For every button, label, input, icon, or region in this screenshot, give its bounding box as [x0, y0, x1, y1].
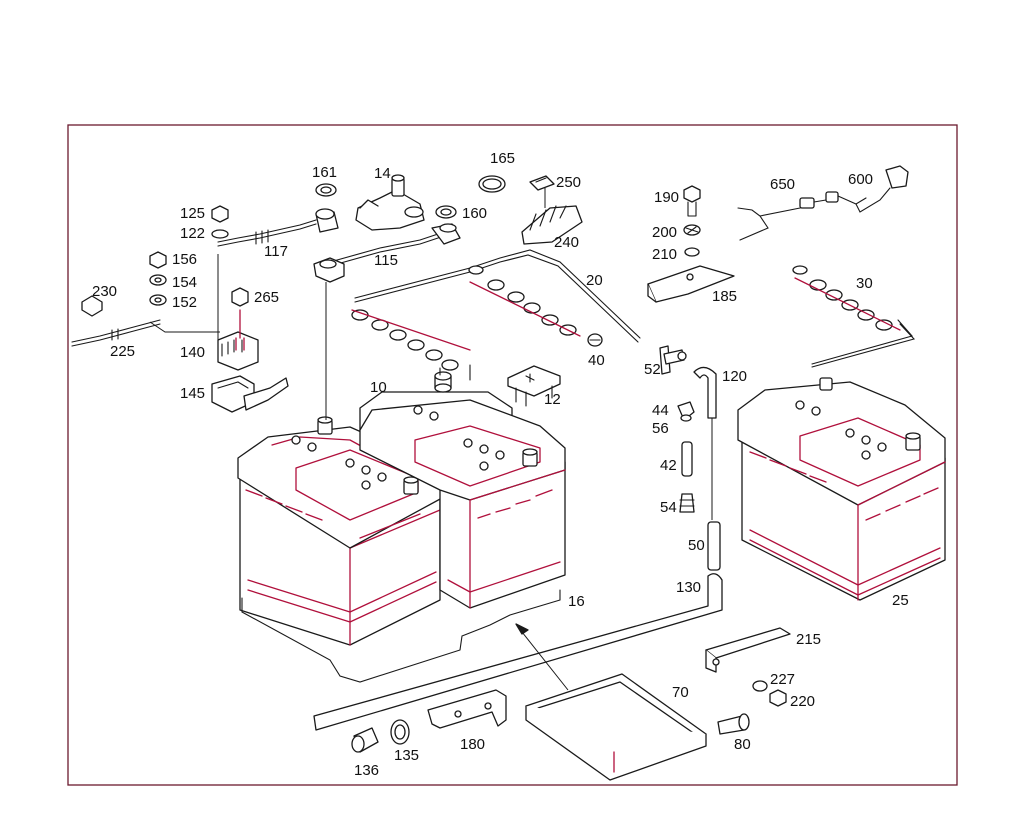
label-165: 165	[490, 150, 515, 167]
terminal-block-140-icon[interactable]	[217, 254, 259, 371]
label-240: 240	[554, 234, 579, 251]
label-161: 161	[312, 164, 337, 181]
label-14: 14	[374, 165, 391, 182]
washer-210-icon[interactable]	[684, 247, 700, 257]
nut-156-icon[interactable]	[149, 251, 167, 269]
diagram-frame	[67, 124, 958, 786]
tray-70-icon[interactable]	[525, 673, 707, 781]
label-152: 152	[172, 294, 197, 311]
washer-165-icon[interactable]	[478, 175, 506, 193]
label-190: 190	[654, 189, 679, 206]
hose-130-icon[interactable]	[313, 573, 723, 731]
label-80: 80	[734, 736, 751, 753]
nut-161-icon[interactable]	[315, 183, 337, 197]
label-20: 20	[586, 272, 603, 289]
nut-230-icon[interactable]	[81, 295, 103, 317]
label-220: 220	[790, 693, 815, 710]
label-140: 140	[180, 344, 205, 361]
battery-16-icon[interactable]	[359, 399, 566, 609]
label-154: 154	[172, 274, 197, 291]
washer-152-icon[interactable]	[149, 294, 167, 306]
label-160: 160	[462, 205, 487, 222]
label-250: 250	[556, 174, 581, 191]
label-136: 136	[354, 762, 379, 779]
label-70: 70	[672, 684, 689, 701]
label-115: 115	[374, 252, 398, 269]
vent-hose-20-icon[interactable]	[351, 249, 641, 381]
label-10: 10	[370, 379, 387, 396]
label-30: 30	[856, 275, 873, 292]
washer-122-icon[interactable]	[211, 229, 229, 239]
bracket-215-icon[interactable]	[705, 627, 791, 673]
label-130: 130	[676, 579, 701, 596]
part-labels: 161 14 165 250 240 125 122 117 160 115 1…	[92, 150, 909, 779]
label-230: 230	[92, 283, 117, 300]
hose-120-icon[interactable]	[693, 366, 717, 419]
label-122: 122	[180, 225, 205, 242]
direction-arrow	[521, 631, 569, 691]
battery-25-icon[interactable]	[737, 377, 946, 601]
label-117: 117	[264, 243, 288, 260]
cap-40-icon[interactable]	[587, 333, 603, 347]
label-125: 125	[180, 205, 205, 222]
cable-117-icon[interactable]	[217, 208, 339, 247]
battery-base-plate	[241, 589, 561, 683]
terminal-clamp-14-icon[interactable]	[355, 174, 425, 231]
sensor-600-icon[interactable]	[825, 165, 909, 213]
vent-hose-30-icon[interactable]	[792, 265, 916, 368]
cover-12-icon[interactable]	[507, 365, 561, 407]
cover-250-icon[interactable]	[529, 175, 555, 191]
grommet-135-icon[interactable]	[390, 719, 410, 745]
cable-650-icon[interactable]	[737, 197, 827, 241]
arrow-head-icon	[515, 623, 529, 635]
label-52: 52	[644, 361, 661, 378]
label-180: 180	[460, 736, 485, 753]
label-227: 227	[770, 671, 795, 688]
cable-115-icon[interactable]	[313, 223, 461, 283]
label-12: 12	[544, 391, 561, 408]
label-225: 225	[110, 343, 135, 360]
cable-225-icon[interactable]	[71, 319, 220, 347]
bolt-190-icon[interactable]	[683, 185, 701, 217]
nut-220-icon[interactable]	[769, 689, 787, 707]
label-215: 215	[796, 631, 821, 648]
label-56: 56	[652, 420, 669, 437]
elbow-44-icon[interactable]	[677, 401, 695, 422]
label-50: 50	[688, 537, 705, 554]
bracket-185-icon[interactable]	[647, 265, 735, 303]
washer-200-icon[interactable]	[683, 224, 701, 236]
nut-265-icon[interactable]	[231, 287, 249, 307]
fuse-box-145-icon[interactable]	[211, 375, 289, 413]
bracket-180-icon[interactable]	[427, 689, 507, 729]
label-16: 16	[568, 593, 585, 610]
nut-125-icon[interactable]	[211, 205, 229, 223]
connector-54-icon[interactable]	[679, 493, 695, 513]
label-185: 185	[712, 288, 737, 305]
tube-42-icon[interactable]	[681, 441, 693, 477]
tube-50-icon[interactable]	[707, 521, 721, 571]
label-44: 44	[652, 402, 669, 419]
label-265: 265	[254, 289, 279, 306]
washer-154-icon[interactable]	[149, 274, 167, 286]
label-145: 145	[180, 385, 205, 402]
label-135: 135	[394, 747, 419, 764]
bolt-80-icon[interactable]	[717, 713, 750, 735]
label-120: 120	[722, 368, 747, 385]
label-40: 40	[588, 352, 605, 369]
label-42: 42	[660, 457, 677, 474]
washer-227-icon[interactable]	[752, 680, 768, 692]
bracket-240-icon[interactable]	[521, 205, 583, 245]
elbow-52-icon[interactable]	[659, 345, 687, 375]
label-650: 650	[770, 176, 795, 193]
label-54: 54	[660, 499, 677, 516]
grommet-136-icon[interactable]	[351, 727, 379, 753]
label-200: 200	[652, 224, 677, 241]
label-25: 25	[892, 592, 909, 609]
nut-160-icon[interactable]	[435, 205, 457, 219]
label-210: 210	[652, 246, 677, 263]
label-600: 600	[848, 171, 873, 188]
label-156: 156	[172, 251, 197, 268]
